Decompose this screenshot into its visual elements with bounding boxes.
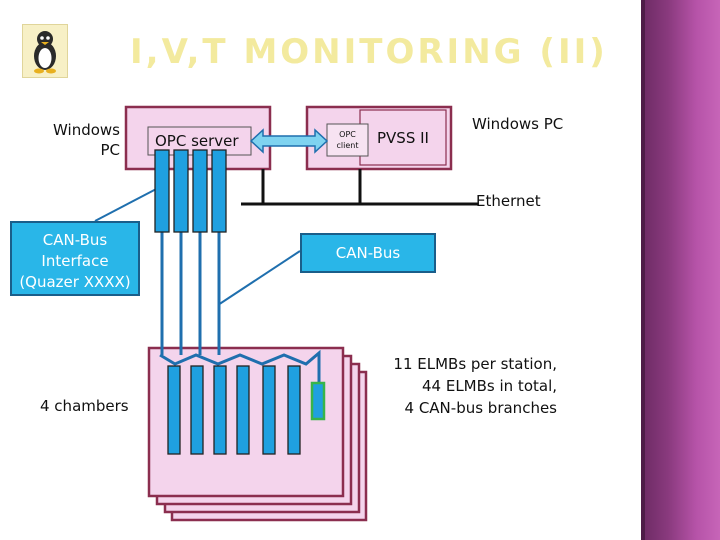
can-bus-interface-line2: Interface: [41, 252, 109, 270]
can-bus-leader-line: [217, 250, 301, 306]
elmb-info-line2: 44 ELMBs in total,: [421, 377, 557, 395]
windows-pc-right-label: Windows PC: [472, 115, 564, 133]
ethernet-label: Ethernet: [476, 192, 541, 210]
can-bus-interface-line1: CAN-Bus: [42, 231, 108, 249]
windows-pc-left-line1: Windows: [53, 121, 120, 139]
can-termination-module: [310, 381, 326, 421]
penguin-icon: [22, 24, 68, 78]
page-title: I,V,T MONITORING (II): [130, 32, 608, 72]
can-bus-callout: CAN-Bus: [300, 233, 436, 273]
opc-client-line2: client: [336, 141, 359, 150]
opc-client-label: OPC client: [327, 129, 368, 151]
opc-client-box: [326, 123, 369, 157]
pvss-box: [359, 109, 447, 166]
interface-leader-line: [94, 185, 163, 222]
can-bus-cables: [159, 232, 321, 383]
windows-pc-left-line2: PC: [100, 141, 120, 159]
elmb-modules: [167, 365, 301, 455]
elmb-info-line1: 11 ELMBs per station,: [393, 355, 557, 373]
can-bus-interface-callout: CAN-Bus Interface (Quazer XXXX): [10, 221, 140, 296]
sidebar-decoration: [641, 0, 720, 540]
double-arrow-icon: [249, 128, 329, 154]
can-interface-connectors: [154, 149, 227, 233]
pvss-label: PVSS II: [377, 129, 429, 147]
elmb-info-label: 11 ELMBs per station, 44 ELMBs in total,…: [360, 353, 557, 419]
chambers-label: 4 chambers: [40, 397, 129, 415]
opc-server-label: OPC server: [155, 132, 239, 150]
opc-client-line1: OPC: [339, 130, 356, 139]
can-bus-interface-line3: (Quazer XXXX): [19, 273, 131, 291]
elmb-info-line3: 4 CAN-bus branches: [404, 399, 557, 417]
windows-pc-left-label: Windows PC: [30, 120, 120, 160]
